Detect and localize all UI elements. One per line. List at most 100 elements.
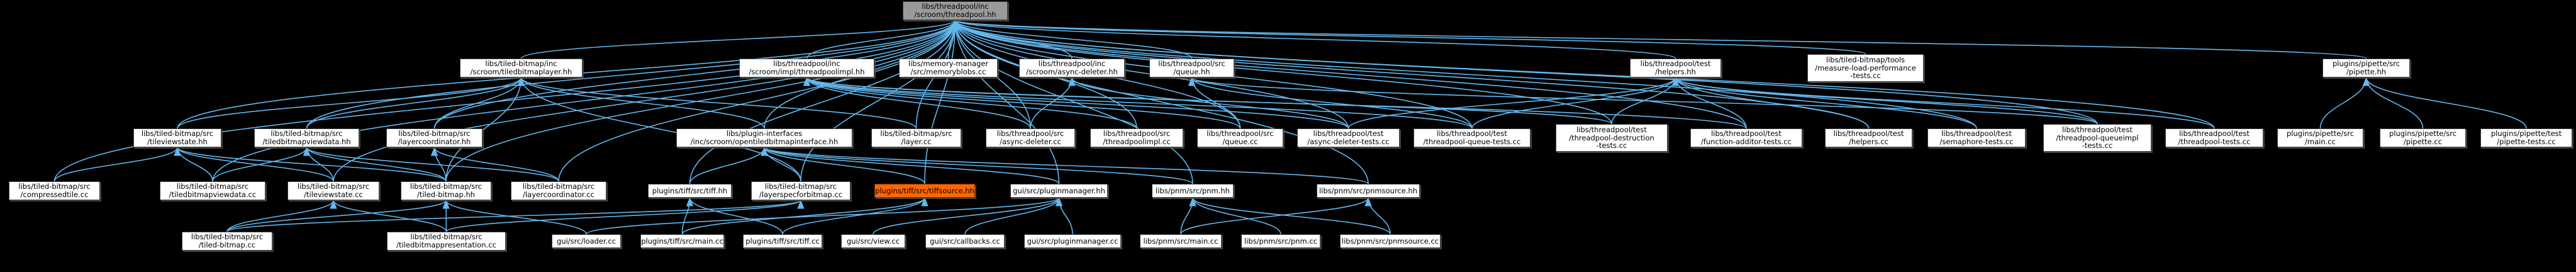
graph-edge <box>433 20 959 129</box>
graph-node[interactable]: plugins/tiff/src/tiffsource.hh <box>874 184 975 198</box>
graph-node[interactable]: plugins/tiff/src/main.cc <box>640 234 724 248</box>
graph-edge <box>686 197 783 235</box>
graph-edge <box>1347 77 1679 129</box>
graph-edge <box>306 20 959 129</box>
graph-edge <box>558 20 959 182</box>
graph-edge <box>952 20 1612 125</box>
graph-node[interactable]: libs/tiled-bitmap/src /tiledbitmapviewda… <box>254 128 359 147</box>
graph-node[interactable]: libs/threadpool/inc /scroom/threadpool.h… <box>903 1 1008 20</box>
graph-edge <box>303 147 559 182</box>
graph-edge <box>782 197 928 235</box>
graph-edge <box>952 20 1747 129</box>
graph-edge <box>1471 77 1679 129</box>
graph-edge <box>761 147 1369 184</box>
graph-node[interactable]: libs/threadpool/test /semaphore-tests.cc <box>1927 128 2026 147</box>
graph-edge <box>761 147 1060 184</box>
graph-edge <box>442 200 450 232</box>
graph-node[interactable]: libs/threadpool/test /helpers.hh <box>1630 59 1721 77</box>
graph-node[interactable]: libs/tiled-bitmap/src /layer.cc <box>871 128 961 147</box>
graph-edge <box>803 77 1031 129</box>
graph-edge <box>803 77 1747 129</box>
graph-node[interactable]: gui/src/view.cc <box>841 234 905 248</box>
graph-node[interactable]: libs/threadpool/test /threadpool-destruc… <box>1556 124 1668 152</box>
graph-node[interactable]: plugins/pipette/src /pipette.cc <box>2380 128 2466 147</box>
graph-node[interactable]: libs/tiled-bitmap/src /tiledbitmapviewda… <box>160 181 265 200</box>
graph-node[interactable]: libs/threadpool/inc /scroom/async-delete… <box>1019 59 1125 77</box>
graph-edge <box>681 197 928 235</box>
graph-edge <box>586 197 1062 235</box>
graph-node[interactable]: libs/threadpool/src /threadpoolimpl.cc <box>1090 128 1183 147</box>
graph-node[interactable]: gui/src/callbacks.cc <box>925 234 1005 248</box>
graph-edge <box>306 77 525 129</box>
graph-edge <box>952 20 2098 125</box>
graph-node[interactable]: plugins/pipette/test /pipette-tests.cc <box>2480 128 2572 147</box>
graph-edge <box>1180 197 1372 235</box>
graph-edge <box>689 20 959 184</box>
graph-node[interactable]: libs/threadpool/test /threadpool-queueim… <box>2043 124 2151 152</box>
graph-node[interactable]: plugins/tiff/src/tiff.hh <box>648 184 732 198</box>
graph-node[interactable]: libs/threadpool/test /threadpool-tests.c… <box>2165 128 2263 147</box>
graph-edge <box>445 200 805 232</box>
graph-edge <box>1672 77 1870 129</box>
graph-node[interactable]: gui/src/pluginmanager.hh <box>1010 184 1108 198</box>
graph-node[interactable]: gui/src/pluginmanager.cc <box>1024 234 1121 248</box>
graph-node[interactable]: plugins/pipette/src /main.cc <box>2277 128 2363 147</box>
graph-edge <box>952 20 2367 59</box>
graph-node[interactable]: gui/src/loader.cc <box>552 234 621 248</box>
graph-edge <box>1189 197 1281 235</box>
graph-edge <box>761 147 1193 184</box>
graph-edge <box>761 147 801 182</box>
graph-node[interactable]: libs/tiled-bitmap/src /tileviewstate.hh <box>133 128 221 147</box>
graph-node[interactable]: libs/pnm/src/pnm.hh <box>1152 184 1234 198</box>
graph-edge <box>803 77 1137 129</box>
graph-node[interactable]: libs/memory-manager /src/memoryblobs.cc <box>899 59 998 77</box>
graph-node[interactable]: libs/threadpool/src /async-deleter.cc <box>986 128 1075 147</box>
graph-node[interactable]: libs/threadpool/test /threadpool-queue-t… <box>1413 128 1531 147</box>
graph-edge <box>518 77 765 129</box>
graph-edge <box>803 77 1473 129</box>
graph-edge <box>761 147 925 184</box>
graph-edge <box>518 77 917 129</box>
graph-node[interactable]: plugins/pipette/src /pipette.hh <box>2322 59 2410 77</box>
graph-edge <box>226 200 450 232</box>
graph-edge <box>226 200 337 232</box>
graph-edge <box>1189 197 1391 235</box>
graph-node[interactable]: libs/tiled-bitmap/src /tiled-bitmap.hh <box>401 181 491 200</box>
graph-edge <box>2319 77 2370 129</box>
graph-edge <box>433 77 525 129</box>
graph-node[interactable]: libs/pnm/src/main.cc <box>1140 234 1222 248</box>
graph-edge <box>303 147 447 182</box>
graph-node[interactable]: libs/tiled-bitmap/src /layercoordinator.… <box>511 181 606 200</box>
graph-edge <box>2362 77 2527 129</box>
graph-edge <box>1188 77 1473 129</box>
graph-node[interactable]: libs/tiled-bitmap/tools /measure-load-pe… <box>1807 54 1924 82</box>
graph-edge <box>2362 77 2424 129</box>
graph-node[interactable]: libs/tiled-bitmap/src /layerspecforbitma… <box>751 181 850 200</box>
graph-node[interactable]: libs/threadpool/test /function-additor-t… <box>1690 128 1802 147</box>
graph-node[interactable]: libs/pnm/src/pnm.cc <box>1241 234 1320 248</box>
graph-node[interactable]: libs/threadpool/src /queue.hh <box>1149 59 1234 77</box>
graph-node[interactable]: libs/threadpool/src /queue.cc <box>1197 128 1283 147</box>
graph-node[interactable]: libs/threadpool/test /helpers.cc <box>1825 128 1912 147</box>
graph-node[interactable]: libs/tiled-bitmap/src /tiledbitmappresen… <box>387 232 506 251</box>
graph-node[interactable]: libs/tiled-bitmap/src /compressedtile.cc <box>9 181 100 200</box>
graph-edge <box>1611 77 1680 125</box>
graph-edge <box>951 20 1369 184</box>
graph-edge <box>964 197 1063 235</box>
graph-edge <box>1030 77 1076 129</box>
graph-node[interactable]: libs/plugin-interfaces /inc/scroom/opent… <box>676 128 852 147</box>
graph-node[interactable]: libs/pnm/src/pnmsource.cc <box>1340 234 1441 248</box>
graph-edge <box>952 20 1676 59</box>
graph-edge <box>1180 197 1196 235</box>
graph-node[interactable]: libs/tiled-bitmap/inc /scroom/tiledbitma… <box>460 59 583 77</box>
graph-node[interactable]: libs/tiled-bitmap/src /layercoordinator.… <box>386 128 482 147</box>
graph-node[interactable]: libs/pnm/src/pnmsource.hh <box>1317 184 1420 198</box>
graph-node[interactable]: libs/tiled-bitmap/src /tileviewstate.cc <box>287 181 379 200</box>
graph-edge <box>431 147 559 182</box>
graph-node[interactable]: libs/threadpool/inc /scroom/impl/threadp… <box>739 59 874 77</box>
graph-edge <box>212 147 311 182</box>
graph-node[interactable]: libs/tiled-bitmap/src /tiled-bitmap.cc <box>182 232 272 251</box>
graph-node[interactable]: plugins/tiff/src/tiff.cc <box>743 234 822 248</box>
graph-node[interactable]: libs/threadpool/test /async-deleter-test… <box>1297 128 1400 147</box>
graph-edge <box>1068 77 1349 129</box>
